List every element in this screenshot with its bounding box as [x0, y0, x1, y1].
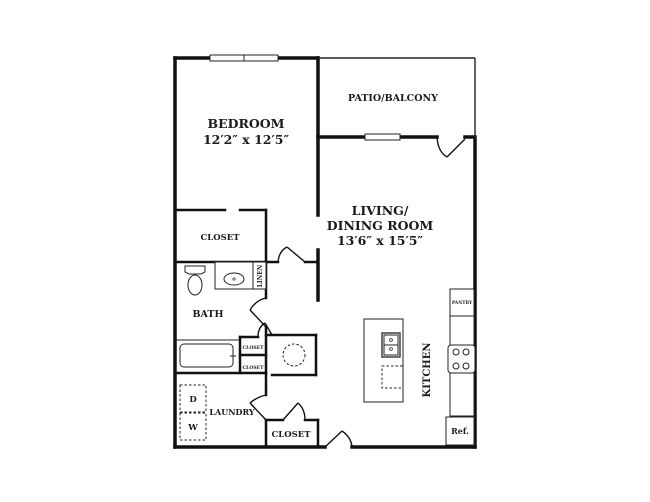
dryer-icon	[179, 384, 207, 413]
bath-label: BATH	[193, 309, 224, 320]
living-dimensions: 13′6″ x 15′5″	[337, 233, 424, 248]
kitchen-island	[363, 318, 404, 403]
washer-label: W	[187, 423, 198, 433]
bedroom-label: BEDROOM	[208, 116, 285, 131]
bath-fixtures	[179, 261, 267, 368]
kitchen-label: KITCHEN	[422, 343, 433, 398]
exterior-walls	[173, 56, 477, 449]
bathtub-icon	[179, 343, 234, 368]
range-icon	[447, 344, 476, 374]
patio-door	[436, 136, 466, 158]
bedroom-closet-label: CLOSET	[200, 233, 240, 243]
hall-closet-1-label: CLOSET	[242, 345, 264, 351]
toilet-bowl-icon	[187, 274, 203, 296]
living-label-line1: LIVING/	[352, 203, 409, 218]
refrigerator-label: Ref.	[451, 426, 469, 436]
dishwasher-icon	[381, 365, 404, 389]
refrigerator	[445, 416, 475, 446]
linen-cabinet	[252, 261, 267, 290]
toilet-tank-icon	[184, 265, 206, 275]
dryer-label: D	[189, 395, 197, 405]
washer-icon	[179, 412, 207, 441]
living-label-line2: DINING ROOM	[327, 218, 434, 233]
sink-icon	[223, 272, 245, 286]
interior-walls	[173, 208, 320, 449]
patio-label: PATIO/BALCONY	[348, 93, 438, 104]
living-window	[364, 133, 401, 141]
water-heater-icon	[282, 343, 306, 367]
bedroom-dimensions: 12′2″ x 12′5″	[203, 132, 290, 147]
laundry-label: LAUNDRY	[209, 407, 254, 417]
laundry-appliances	[179, 384, 207, 441]
pantry	[449, 288, 475, 317]
entry-closet-label: CLOSET	[271, 430, 311, 440]
patio-railing	[318, 57, 476, 140]
room-labels: BEDROOM 12′2″ x 12′5″ PATIO/BALCONY LIVI…	[187, 93, 473, 440]
kitchen-fixtures	[363, 288, 476, 446]
bedroom-window	[209, 54, 279, 62]
pantry-label: PANTRY	[452, 301, 473, 306]
linen-label: LINEN	[257, 264, 264, 287]
hall-closet-2-label: CLOSET	[242, 365, 264, 371]
doors	[249, 246, 353, 448]
